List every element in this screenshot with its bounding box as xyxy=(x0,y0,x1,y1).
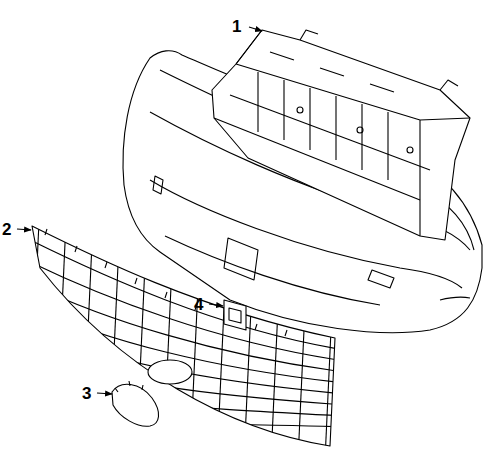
emblem xyxy=(112,381,159,426)
callout-number: 4 xyxy=(194,296,203,313)
grille-bar xyxy=(271,200,283,452)
mounting-bracket xyxy=(224,300,246,330)
grille-bar xyxy=(109,200,121,452)
grille-bar xyxy=(163,200,175,452)
grille-bar xyxy=(20,323,345,394)
grille-bar xyxy=(28,200,40,452)
grille-bar xyxy=(217,200,229,452)
callout-number: 1 xyxy=(232,18,241,35)
grille-bar xyxy=(20,301,345,383)
grille-bar xyxy=(325,200,337,452)
grille-bar xyxy=(20,389,345,427)
grille-support-bracket xyxy=(212,30,470,240)
callout-number: 2 xyxy=(2,221,11,238)
grille-bar xyxy=(20,257,345,361)
grille-bar xyxy=(20,279,345,372)
grille-bar xyxy=(20,235,345,350)
leader-lines xyxy=(17,27,262,394)
grille-bar xyxy=(55,200,67,452)
grille-bar xyxy=(20,345,345,405)
radiator-grille xyxy=(20,200,345,452)
grille-bar xyxy=(82,200,94,452)
callout-number: 3 xyxy=(82,385,91,402)
